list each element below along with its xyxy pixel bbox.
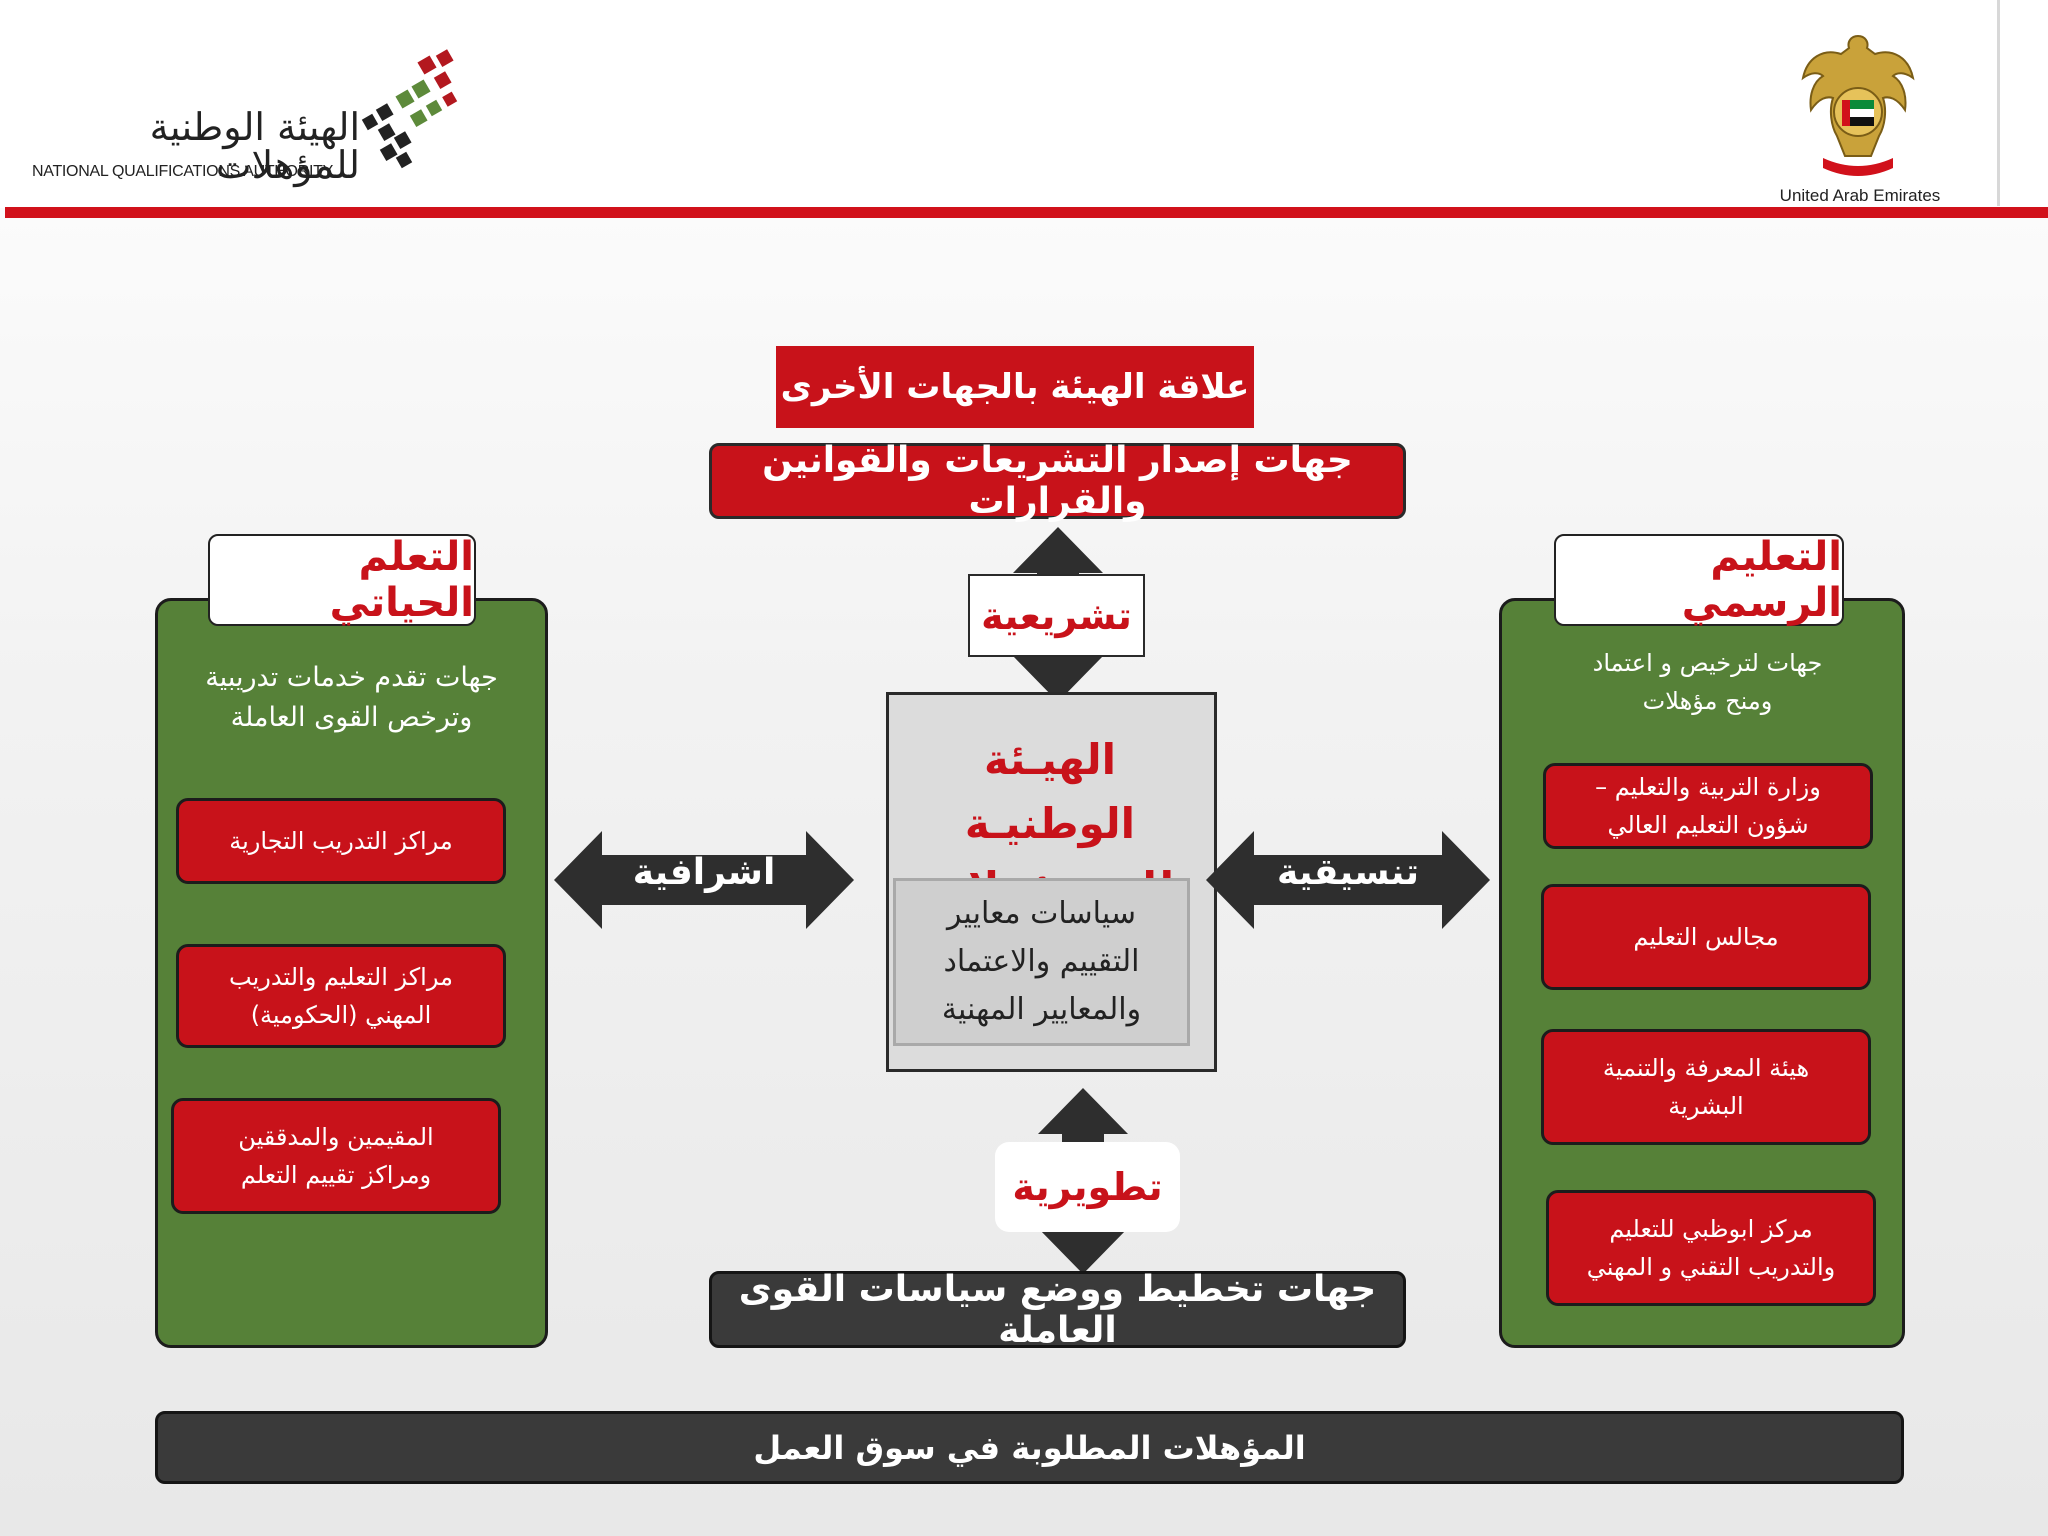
formal-item-line2: والتدريب التقني و المهني [1586,1253,1836,1281]
formal-item-line1: مركز ابوظبي للتعليم [1609,1215,1813,1243]
legislative-relation-label: تشريعية [968,574,1145,657]
lifelong-item-assessors: المقيمين والمدققين ومراكز تقييم التعلم [171,1098,501,1214]
nqa-policies-box: سياسات معايير التقييم والاعتماد والمعايي… [893,878,1190,1046]
nqa-policies-line3: والمعايير المهنية [941,992,1142,1027]
nqa-policies-line1: سياسات معايير [946,896,1137,931]
formal-item-education-councils: مجالس التعليم [1541,884,1871,990]
lifelong-item-line1: المقيمين والمدققين [238,1123,434,1151]
formal-education-tab: التعليم الرسمي [1554,534,1844,626]
diagram-title: علاقة الهيئة بالجهات الأخرى [776,346,1254,428]
workforce-planning-box: جهات تخطيط ووضع سياسات القوى العاملة [709,1269,1406,1351]
lifelong-desc-line2: وترخص القوى العاملة [230,702,473,733]
lifelong-desc-line1: جهات تقدم خدمات تدريبية [205,662,498,693]
lifelong-learning-description: جهات تقدم خدمات تدريبية وترخص القوى العا… [175,658,528,738]
coordinating-relation-label: تنسيقية [1277,852,1419,893]
formal-item-ministry: وزارة التربية والتعليم – شؤون التعليم ال… [1543,763,1873,849]
formal-item-line2: شؤون التعليم العالي [1607,811,1809,839]
right-double-arrow-icon [1206,831,1490,929]
formal-desc-line2: ومنح مؤهلات [1642,687,1773,715]
nqa-logo-english-name: NATIONAL QUALIFICATIONS AUTHORITY [32,163,333,180]
nqa-center-title-line1: الهيـئة الوطنيـة [964,735,1136,848]
supervisory-relation-label: اشرافية [632,852,776,893]
left-double-arrow-icon [554,831,854,929]
formal-item-line1: مجالس التعليم [1633,923,1779,951]
lifelong-item-line2: ومراكز تقييم التعلم [240,1161,432,1189]
labor-market-qualifications-bar: المؤهلات المطلوبة في سوق العمل [155,1411,1904,1484]
formal-item-line2: البشرية [1668,1092,1744,1120]
uae-label: United Arab Emirates [1779,186,1941,205]
header-divider [1997,0,2000,206]
header-red-rule [5,207,2048,218]
formal-item-line1: هيئة المعرفة والتنمية [1602,1054,1810,1082]
legislative-entities-box: جهات إصدار التشريعات والقوانين والقرارات [709,440,1406,522]
lifelong-item-line1: مراكز التعليم والتدريب [229,963,453,991]
lifelong-item-line1: مراكز التدريب التجارية [229,827,453,855]
formal-item-khda: هيئة المعرفة والتنمية البشرية [1541,1029,1871,1145]
lifelong-item-line2: المهني (الحكومية) [250,1001,432,1029]
lifelong-item-commercial-training: مراكز التدريب التجارية [176,798,506,884]
lifelong-learning-tab: التعلم الحياتي [208,534,476,626]
developmental-relation-label: تطويرية [995,1142,1180,1232]
lifelong-item-vocational-centers: مراكز التعليم والتدريب المهني (الحكومية) [176,944,506,1048]
formal-desc-line1: جهات لترخيص و اعتماد [1592,649,1823,677]
nqa-logo-mark-icon [361,49,458,169]
nqa-logo-arabic-name: الهيئة الوطنية للمؤهلات [149,105,360,187]
header [0,0,2048,208]
formal-education-description: جهات لترخيص و اعتماد ومنح مؤهلات [1530,644,1885,720]
formal-item-abu-dhabi-centre: مركز ابوظبي للتعليم والتدريب التقني و ال… [1546,1190,1876,1306]
nqa-policies-line2: التقييم والاعتماد [943,944,1140,979]
uae-emblem-icon [1801,34,1915,176]
formal-item-line1: وزارة التربية والتعليم – [1595,773,1821,801]
